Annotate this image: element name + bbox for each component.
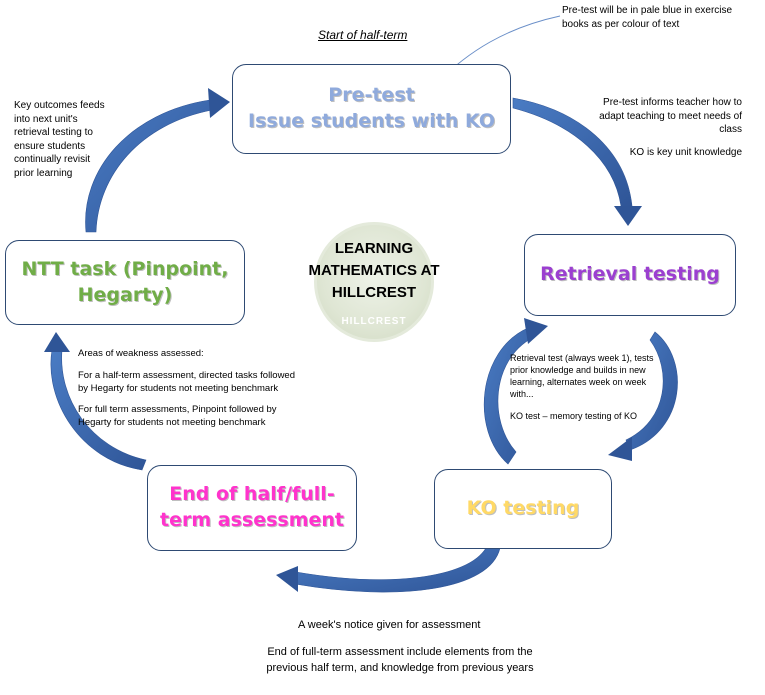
ntt-title-line-2: Hegarty) bbox=[77, 283, 173, 306]
center-title-line-1: LEARNING bbox=[334, 240, 414, 257]
hillcrest-logo: HILLCREST bbox=[314, 222, 434, 342]
ntt-title-line-1: NTT task (Pinpoint, bbox=[21, 257, 229, 280]
stage-pretest: Pre-test Issue students with KO bbox=[232, 64, 511, 154]
arrowhead-ko-to-retrieval bbox=[524, 318, 548, 344]
end-full-term-line-2: previous half term, and knowledge from p… bbox=[266, 662, 534, 674]
weakness-title: Areas of weakness assessed: bbox=[78, 348, 204, 359]
logo-text: HILLCREST bbox=[341, 316, 407, 327]
end-assessment-title-line-1: End of half/full- bbox=[169, 483, 335, 506]
weakness-note: Areas of weakness assessed: For a half-t… bbox=[78, 348, 306, 439]
ko-testing-title: KO testing bbox=[466, 497, 580, 520]
retrieval-test-note: Retrieval test (always week 1), tests pr… bbox=[510, 352, 658, 431]
half-term-text: For a half-term assessment, directed tas… bbox=[78, 369, 296, 394]
arrowhead-ntt-to-pretest bbox=[208, 88, 230, 118]
pale-blue-note: Pre-test will be in pale blue in exercis… bbox=[562, 5, 733, 30]
end-assessment-title-line-2: term assessment bbox=[160, 509, 344, 531]
informs-text: Pre-test informs teacher how to adapt te… bbox=[599, 97, 742, 135]
start-of-half-term-label: Start of half-term bbox=[318, 28, 408, 42]
stage-ntt: NTT task (Pinpoint, Hegarty) bbox=[5, 240, 245, 325]
center-title-line-2: MATHEMATICS AT bbox=[308, 262, 440, 279]
week-notice-note: A week's notice given for assessment bbox=[298, 619, 481, 631]
key-outcomes-note: Key outcomes feeds into next unit's retr… bbox=[14, 100, 105, 179]
retrieval-title: Retrieval testing bbox=[540, 263, 720, 286]
full-term-text: For full term assessments, Pinpoint foll… bbox=[78, 404, 277, 429]
arrowhead-end-to-ntt bbox=[44, 332, 70, 352]
pretest-informs-note: Pre-test informs teacher how to adapt te… bbox=[590, 96, 742, 168]
end-full-term-note: End of full-term assessment include elem… bbox=[240, 644, 560, 676]
arrowhead-pretest-to-retrieval bbox=[614, 206, 642, 226]
retrieval-test-text: Retrieval test (always week 1), tests pr… bbox=[510, 353, 654, 400]
pretest-subtitle: Issue students with KO bbox=[248, 110, 495, 132]
arrowhead-retrieval-to-ko bbox=[608, 437, 632, 461]
pretest-title: Pre-test bbox=[328, 84, 415, 107]
arrow-ko-to-end bbox=[294, 547, 501, 593]
ko-key-text: KO is key unit knowledge bbox=[629, 146, 742, 158]
end-full-term-line-1: End of full-term assessment include elem… bbox=[267, 646, 533, 658]
center-title: LEARNING MATHEMATICS AT HILLCREST bbox=[296, 238, 452, 304]
stage-ko-testing: KO testing bbox=[434, 469, 612, 549]
ko-test-text: KO test – memory testing of KO bbox=[510, 410, 638, 421]
stage-retrieval: Retrieval testing bbox=[524, 234, 736, 316]
center-title-line-3: HILLCREST bbox=[331, 284, 417, 301]
stage-end-assessment: End of half/full- term assessment bbox=[147, 465, 357, 551]
arrowhead-ko-to-end bbox=[276, 566, 298, 592]
